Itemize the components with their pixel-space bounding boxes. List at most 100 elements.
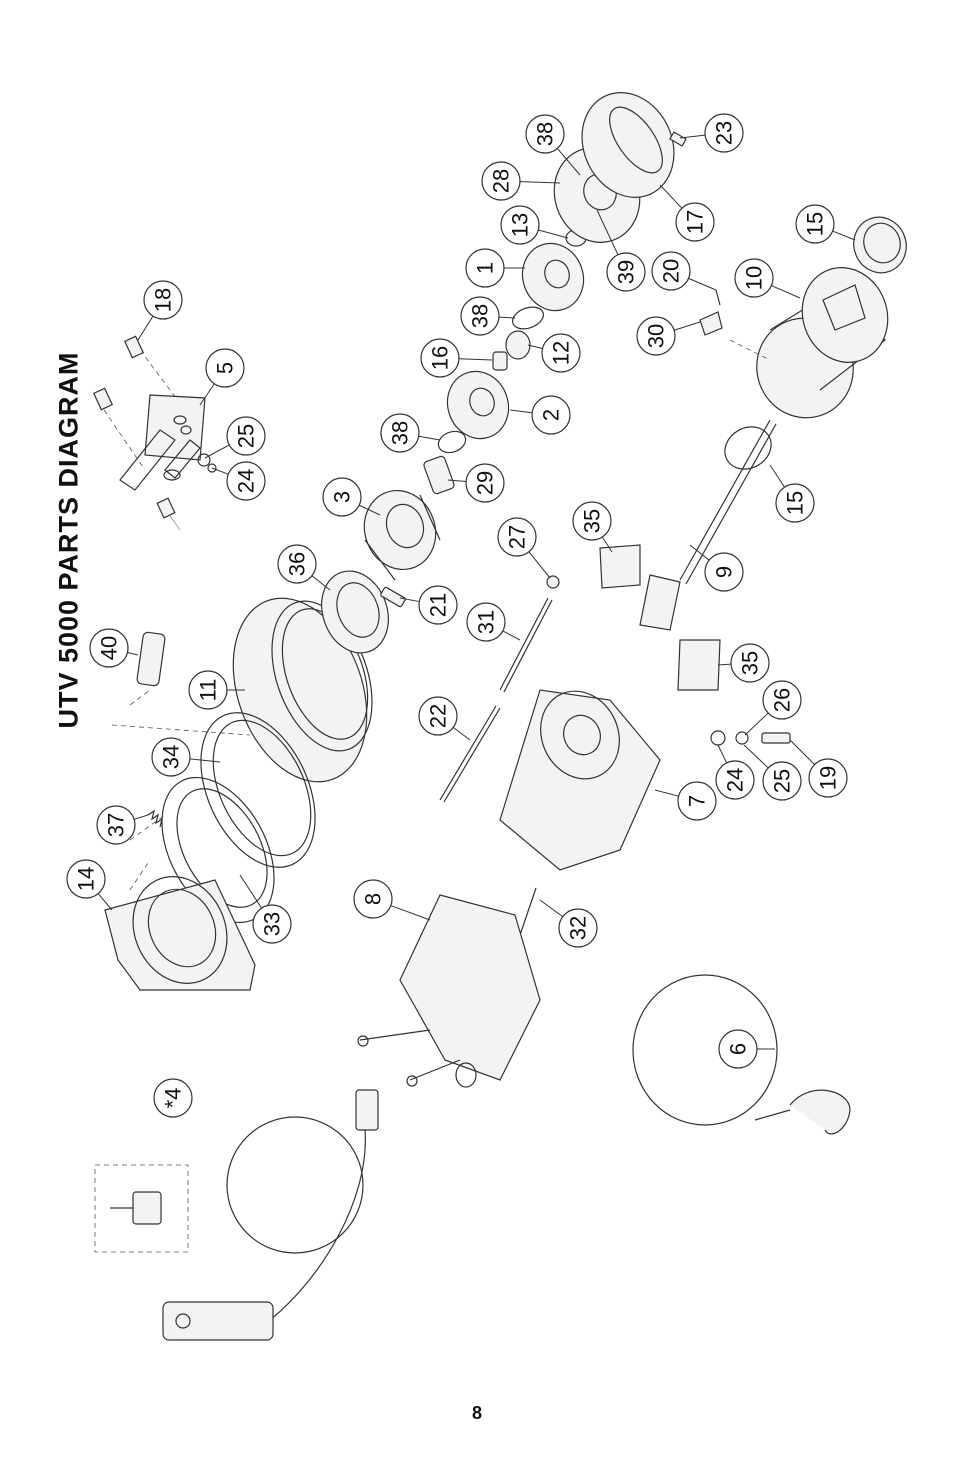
callout-c4: *4 (153, 1078, 193, 1118)
callout-circle (151, 737, 191, 777)
callout-c6: 6 (718, 1029, 775, 1069)
callout-c5: 5 (199, 348, 245, 406)
callout-circle (353, 879, 393, 919)
callout-leader-line (133, 814, 149, 820)
part-11-gear-housing (111, 597, 373, 783)
callout-circle (226, 461, 266, 501)
callout-leader-line (654, 789, 679, 797)
callout-leader-line (137, 315, 154, 341)
callout-circle (497, 517, 537, 557)
callout-circle (795, 204, 835, 244)
callout-c3: 3 (322, 477, 381, 517)
part-40-pin (129, 631, 166, 706)
callout-label: 17 (683, 210, 708, 234)
part-15-drum-ring-top (853, 216, 907, 274)
callout-label: 35 (738, 651, 763, 675)
part-38-washer-upper (511, 306, 545, 330)
callout-c23: 23 (679, 113, 744, 153)
callout-label: 20 (659, 259, 684, 283)
callout-c21: 21 (399, 585, 458, 625)
callout-leader-line (688, 277, 717, 291)
callout-circle (418, 585, 458, 625)
callout-label: 28 (489, 169, 514, 193)
part-27-nut (546, 575, 560, 589)
callout-c13: 13 (500, 205, 569, 245)
callout-c25a: 25 (204, 416, 266, 459)
callout-label: 26 (770, 688, 795, 712)
callout-circle (460, 296, 500, 336)
callout-label: 16 (428, 346, 453, 370)
callout-leader-line (832, 230, 856, 241)
callout-circle (500, 205, 540, 245)
callout-leader-line (211, 467, 229, 475)
callout-circle (418, 696, 458, 736)
part-19-24-25-26-hardware (710, 730, 791, 746)
callout-circle (762, 761, 802, 801)
callout-c24b: 24 (715, 744, 755, 800)
callout-c15a: 15 (795, 204, 856, 244)
callout-circle (730, 643, 770, 683)
callout-label: 36 (285, 552, 310, 576)
callout-leader-line (502, 630, 521, 641)
callout-label: 15 (783, 491, 808, 515)
callout-c18: 18 (137, 280, 183, 341)
callout-circle (205, 348, 245, 388)
callout-label: *4 (161, 1088, 186, 1109)
callout-leader-line (717, 663, 732, 666)
part-32-pin (519, 887, 537, 936)
callout-c19: 19 (789, 739, 848, 798)
callout-c33: 33 (239, 874, 292, 944)
part-36-plate (321, 570, 389, 654)
part-38-washer-middle (437, 430, 467, 454)
callout-circle (677, 781, 717, 821)
callout-circle (808, 758, 848, 798)
callout-circle (704, 552, 744, 592)
part-24-25-nut-washer-top (197, 453, 217, 473)
callout-circle (558, 908, 598, 948)
callout-circle (466, 602, 506, 642)
callout-leader-line (769, 464, 785, 488)
callout-label: 13 (508, 213, 533, 237)
callout-circle (420, 338, 460, 378)
part-23-screw (669, 131, 687, 147)
callout-c29: 29 (447, 463, 505, 503)
callout-circle (762, 680, 802, 720)
part-9-drive-shaft (639, 419, 777, 631)
callout-leader-line (538, 229, 569, 239)
part-1-output-carrier (521, 242, 585, 312)
callout-circle (153, 1078, 193, 1118)
part-18-bolts (92, 335, 181, 531)
callout-label: 40 (97, 636, 122, 660)
callout-circle (322, 477, 362, 517)
part-29-sun-gear (423, 455, 455, 495)
part-37-spring (147, 809, 163, 828)
callout-label: 18 (151, 288, 176, 312)
callout-c10: 10 (734, 258, 801, 299)
part-12-gear (505, 330, 531, 360)
callout-circle (651, 251, 691, 291)
callout-c30: 30 (636, 316, 701, 356)
part-3-planet-carrier (363, 489, 441, 581)
callout-layer: 123*456789101112131415151617181920212223… (66, 113, 856, 1118)
callout-c12: 12 (527, 333, 581, 373)
callout-circle (715, 760, 755, 800)
callout-circle (775, 483, 815, 523)
callout-leader-line (539, 899, 564, 918)
callout-leader-line (556, 148, 581, 176)
part-6-wire-rope-hook (632, 974, 851, 1135)
part-4-remote-control (94, 1089, 379, 1341)
callout-leader-line (771, 285, 801, 299)
callout-leader-line (458, 358, 493, 361)
callout-c37: 37 (96, 805, 149, 845)
callout-label: 33 (260, 912, 285, 936)
callout-label: 6 (726, 1043, 751, 1055)
part-22-long-bolt (439, 705, 501, 803)
callout-c14: 14 (66, 859, 113, 911)
callout-leader-line (596, 209, 619, 256)
part-7-motor (499, 689, 661, 871)
callout-c24a: 24 (211, 461, 266, 501)
callout-c8: 8 (353, 879, 431, 921)
callout-label: 38 (533, 122, 558, 146)
callout-leader-line (601, 536, 613, 553)
callout-circle (89, 628, 129, 668)
